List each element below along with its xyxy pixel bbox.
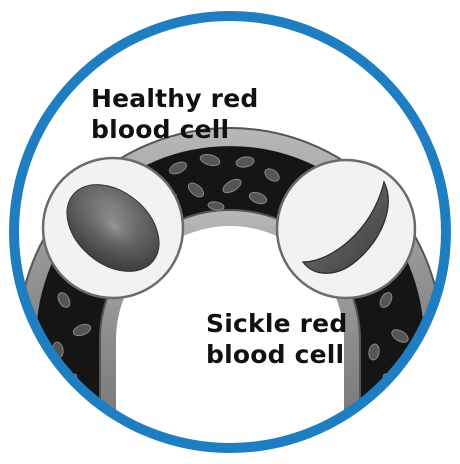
sickle-label-line2: blood cell	[206, 339, 347, 370]
healthy-cell-inset	[43, 158, 183, 298]
sickle-inset-circle	[277, 160, 415, 298]
sickle-label-line1: Sickle red	[206, 308, 347, 339]
sickle-cell-label: Sickle red blood cell	[206, 308, 347, 370]
healthy-label-line1: Healthy red	[91, 83, 258, 114]
sickle-cell-inset	[277, 160, 415, 298]
healthy-label-line2: blood cell	[91, 114, 258, 145]
healthy-cell-label: Healthy red blood cell	[91, 83, 258, 145]
